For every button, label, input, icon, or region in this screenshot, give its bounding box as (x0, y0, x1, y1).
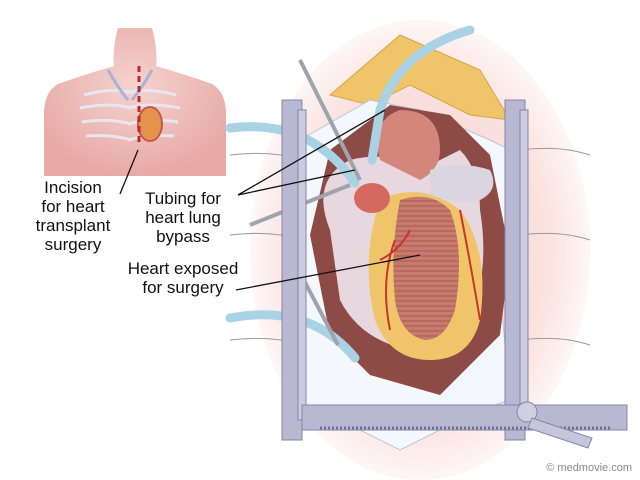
label-line: transplant (35, 216, 111, 235)
torso-thumbnail (44, 28, 226, 176)
label-line: surgery (44, 235, 102, 254)
label-tubing: Tubing for heart lung bypass (128, 189, 238, 246)
label-line: bypass (156, 227, 210, 246)
label-line: Heart exposed (127, 259, 239, 278)
coronary-arteries (379, 209, 481, 331)
heart (323, 110, 494, 360)
heart-thumbnail (137, 106, 163, 142)
retractor (281, 99, 628, 449)
label-line: Tubing for (145, 189, 221, 208)
label-line: for surgery (142, 278, 224, 297)
label-line: Incision (44, 178, 102, 197)
copyright: © medmovie.com (546, 462, 632, 474)
label-line: heart lung (145, 208, 221, 227)
retractor-crank (516, 401, 593, 449)
label-heart-exposed: Heart exposed for surgery (118, 259, 248, 297)
label-line: for heart (41, 197, 105, 216)
leader-lines (119, 109, 421, 291)
label-incision: Incision for heart transplant surgery (8, 178, 138, 254)
